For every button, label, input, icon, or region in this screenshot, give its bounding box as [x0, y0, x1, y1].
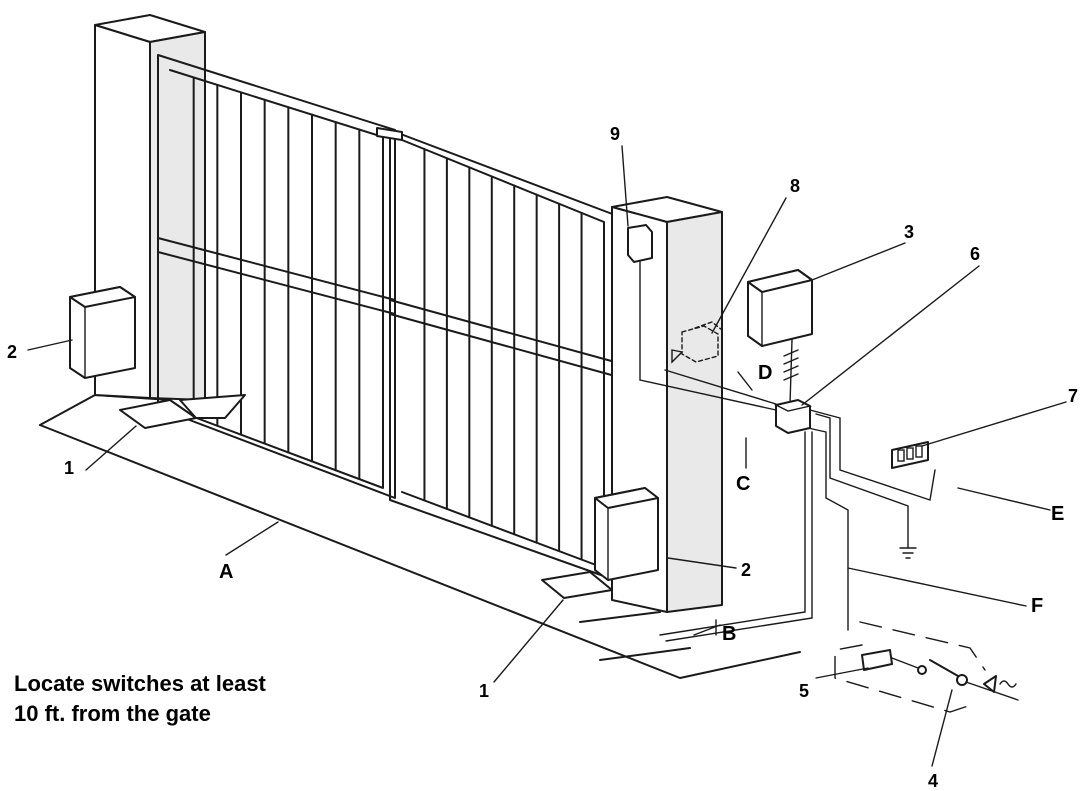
right-operator: [594, 487, 659, 581]
letter-labels: A B C D E F: [219, 362, 1064, 645]
callout-9: 9: [610, 124, 620, 144]
gate-bars: [192, 76, 583, 561]
left-operator: [69, 286, 136, 379]
label-e: E: [1051, 503, 1064, 525]
callout-1-right: 1: [479, 681, 489, 701]
callout-4: 4: [928, 771, 938, 791]
label-b: B: [722, 623, 736, 645]
switch-location-note: Locate switches at least 10 ft. from the…: [14, 669, 266, 729]
callout-3: 3: [904, 222, 914, 242]
label-a: A: [219, 561, 233, 583]
label-f: F: [1031, 595, 1043, 617]
junction-box: [773, 399, 813, 434]
leader-lines: [27, 145, 1067, 767]
gate: [157, 54, 616, 581]
flashing-light: [627, 224, 653, 381]
left-ground-bracket: [119, 394, 246, 429]
callout-8: 8: [790, 176, 800, 196]
callout-7: 7: [1068, 386, 1078, 406]
callout-numbers: 2 1 2 1 9 8 3 6 7 5 4: [7, 124, 1078, 791]
callout-5: 5: [799, 681, 809, 701]
key-switch: [891, 441, 929, 469]
label-c: C: [736, 473, 750, 495]
callout-2-left: 2: [7, 342, 17, 362]
note-line-1: Locate switches at least: [14, 671, 266, 696]
left-pillar: [94, 14, 206, 401]
gate-hinge: [376, 127, 403, 141]
gate-left-leaf: [157, 54, 396, 499]
electrical-panel: [834, 621, 1019, 713]
callout-2-right: 2: [741, 560, 751, 580]
label-d: D: [758, 362, 772, 384]
callout-6: 6: [970, 244, 980, 264]
wiring: [639, 369, 936, 631]
ground-channels: [659, 431, 813, 642]
note-line-2: 10 ft. from the gate: [14, 701, 211, 726]
callout-1-left: 1: [64, 458, 74, 478]
right-ground-bracket: [541, 571, 613, 599]
photocell: [671, 321, 723, 364]
